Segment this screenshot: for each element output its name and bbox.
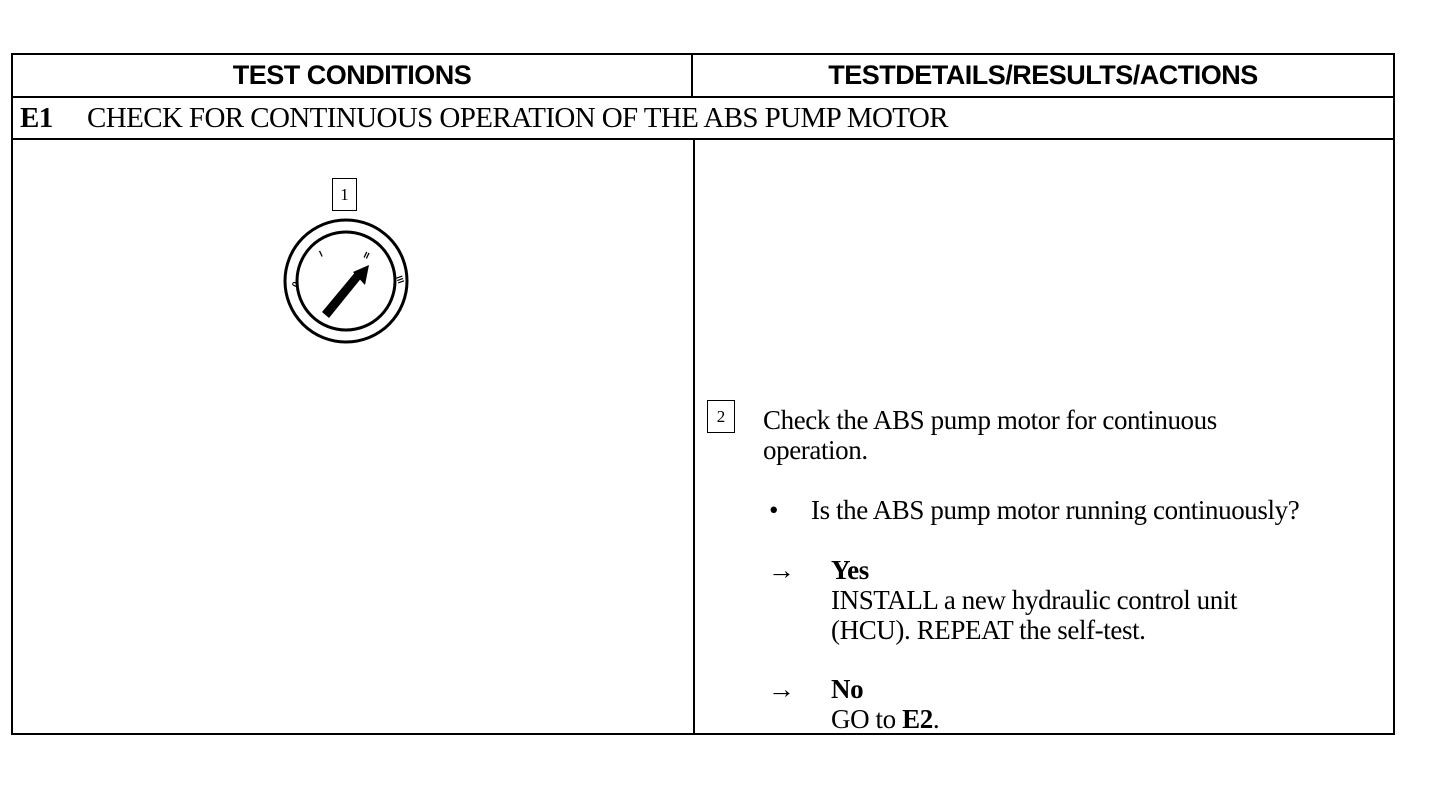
diagnostic-table: TEST CONDITIONS TESTDETAILS/RESULTS/ACTI… <box>11 53 1395 735</box>
column-divider <box>693 140 695 733</box>
yes-arrow-icon: → <box>768 555 795 585</box>
dial-label-2: II <box>362 250 371 261</box>
section-row: E1 CHECK FOR CONTINUOUS OPERATION OF THE… <box>13 98 1393 140</box>
question-text: Is the ABS pump motor running continuous… <box>811 495 1300 525</box>
instruction-line-1: Check the ABS pump motor for continuous <box>763 405 1217 435</box>
ignition-switch-icon: 0 I II III <box>283 218 409 344</box>
section-id: E1 <box>20 102 53 134</box>
yes-label: Yes <box>831 555 869 585</box>
step-2-box: 2 <box>707 400 735 433</box>
test-details-header: TESTDETAILS/RESULTS/ACTIONS <box>693 55 1393 98</box>
step-1-box: 1 <box>332 178 357 211</box>
instruction-line-2: operation. <box>763 435 868 465</box>
yes-line-1: INSTALL a new hydraulic control unit <box>831 585 1238 615</box>
dial-label-3: III <box>394 274 406 284</box>
section-title: CHECK FOR CONTINUOUS OPERATION OF THE AB… <box>87 102 949 134</box>
dial-label-0: 0 <box>290 280 301 289</box>
no-action: GO to E2. <box>831 704 940 734</box>
no-action-text: GO to <box>831 704 903 734</box>
bullet-icon: • <box>769 495 779 525</box>
test-conditions-header: TEST CONDITIONS <box>13 55 693 98</box>
dial-label-1: I <box>318 249 325 259</box>
no-target-link[interactable]: E2 <box>902 704 933 734</box>
no-period: . <box>932 704 940 734</box>
no-arrow-icon: → <box>768 674 795 704</box>
yes-line-2: (HCU). REPEAT the self-test. <box>831 615 1146 645</box>
no-label: No <box>831 674 864 704</box>
